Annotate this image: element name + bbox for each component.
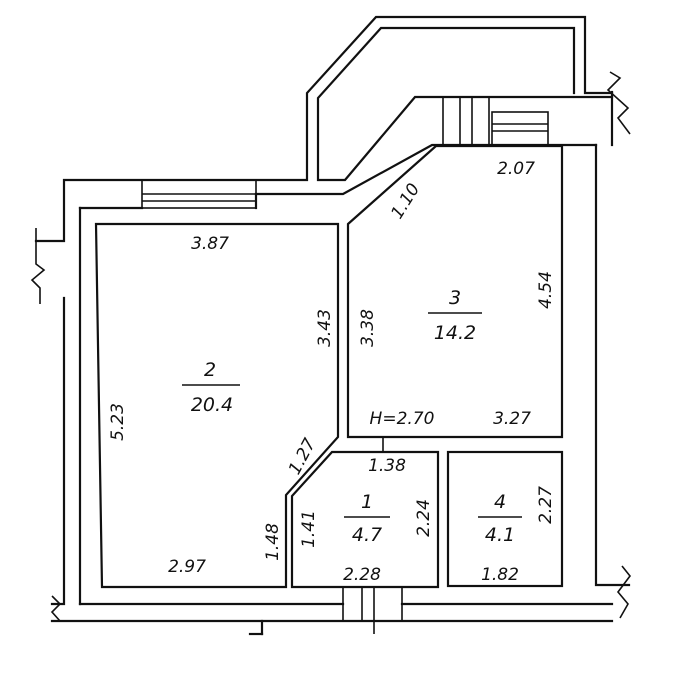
dim-r3-left: 3.38 (358, 309, 378, 347)
wall-break-marks (30, 71, 632, 622)
room-4-label: 4 4.1 (478, 491, 522, 546)
dim-r3-top: 2.07 (497, 159, 535, 179)
room-2-living (94, 222, 340, 589)
dim-r2-top: 3.87 (191, 234, 229, 254)
dim-r3-bottom: 3.27 (493, 409, 531, 429)
room-2-area: 20.4 (191, 394, 233, 416)
dim-r2-right: 3.43 (315, 309, 335, 347)
room-4-number: 4 (494, 491, 506, 513)
dim-r3-right: 4.54 (536, 271, 556, 309)
room-1-number: 1 (361, 491, 373, 513)
room-3-kitchen (346, 144, 564, 439)
dim-r1-top: 1.38 (368, 456, 406, 476)
dim-r2-bottom: 2.97 (168, 557, 206, 577)
outer-walls (34, 15, 631, 636)
room-3-number: 3 (449, 287, 461, 309)
room-2-label: 2 20.4 (182, 359, 240, 416)
dim-r2-left: 5.23 (108, 403, 128, 441)
dim-r2-lower-right: 1.48 (263, 523, 283, 561)
windows (141, 96, 549, 634)
room-1-area: 4.7 (352, 524, 382, 546)
room-3-area: 14.2 (434, 322, 476, 344)
dim-r1-bottom: 2.28 (343, 565, 381, 585)
room-3-label: 3 14.2 (428, 287, 482, 344)
room-4-bathroom (446, 450, 564, 588)
dim-r4-bottom: 1.82 (481, 565, 519, 585)
room-2-number: 2 (204, 359, 216, 381)
dim-r1-left: 1.41 (299, 510, 319, 548)
dim-r1-right: 2.24 (414, 499, 434, 537)
room-1-label: 1 4.7 (344, 491, 390, 546)
room-1-hall (290, 450, 440, 589)
dim-r4-right: 2.27 (536, 486, 556, 524)
room-4-area: 4.1 (485, 524, 515, 546)
ceiling-height: H=2.70 (370, 409, 435, 429)
